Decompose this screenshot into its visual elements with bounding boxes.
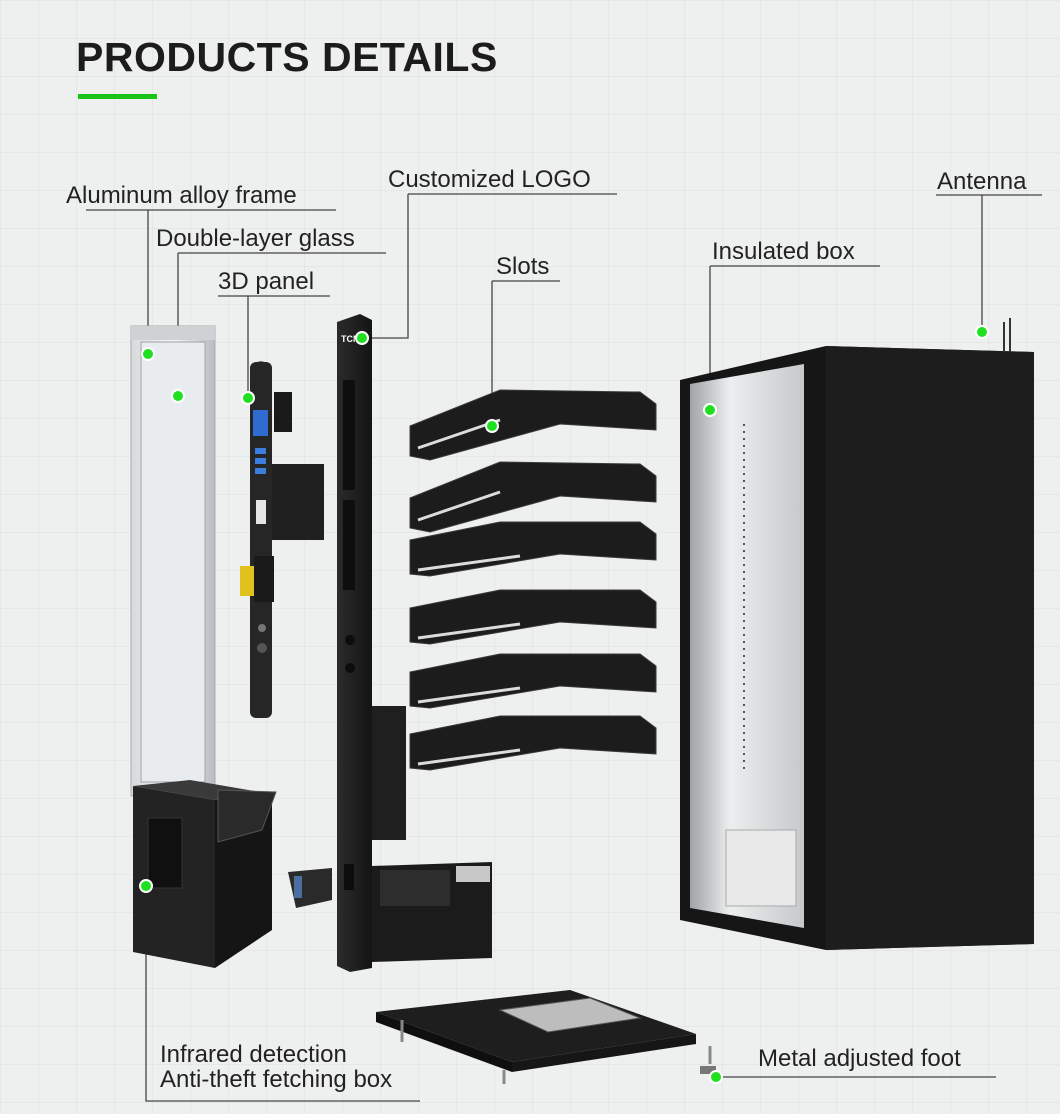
anti-theft-box-part bbox=[133, 780, 277, 968]
label-slots: Slots bbox=[496, 253, 550, 280]
label-customized-logo: Customized LOGO bbox=[388, 166, 591, 193]
dot-double-glass bbox=[171, 389, 185, 403]
insulated-box-part bbox=[680, 318, 1034, 950]
dot-slots bbox=[485, 419, 499, 433]
dot-antenna bbox=[975, 325, 989, 339]
dot-customized-logo bbox=[355, 331, 369, 345]
logo-mark: TCN bbox=[341, 334, 360, 344]
label-metal-foot: Metal adjusted foot bbox=[758, 1045, 961, 1072]
label-insulated-box: Insulated box bbox=[712, 238, 855, 265]
label-infrared-detection: Infrared detection bbox=[160, 1041, 347, 1068]
dot-3d-panel bbox=[241, 391, 255, 405]
label-3d-panel: 3D panel bbox=[218, 268, 315, 295]
label-anti-theft-box: Anti-theft fetching box bbox=[160, 1066, 393, 1093]
dot-aluminum-frame bbox=[141, 347, 155, 361]
title-underline bbox=[78, 94, 157, 99]
label-antenna: Antenna bbox=[937, 168, 1027, 195]
dot-insulated-box bbox=[703, 403, 717, 417]
dot-metal-foot bbox=[709, 1070, 723, 1084]
payment-module-part bbox=[288, 862, 492, 962]
3d-panel-part bbox=[240, 361, 324, 718]
label-aluminum-frame: Aluminum alloy frame bbox=[66, 182, 297, 209]
aluminum-frame-part bbox=[130, 325, 216, 797]
logo-column-part bbox=[337, 314, 406, 972]
base-plate-part bbox=[376, 990, 716, 1084]
slot-trays-part bbox=[409, 389, 657, 771]
page-title: PRODUCTS DETAILS bbox=[76, 34, 498, 80]
dot-anti-theft-box bbox=[139, 879, 153, 893]
label-double-glass: Double-layer glass bbox=[156, 225, 355, 252]
